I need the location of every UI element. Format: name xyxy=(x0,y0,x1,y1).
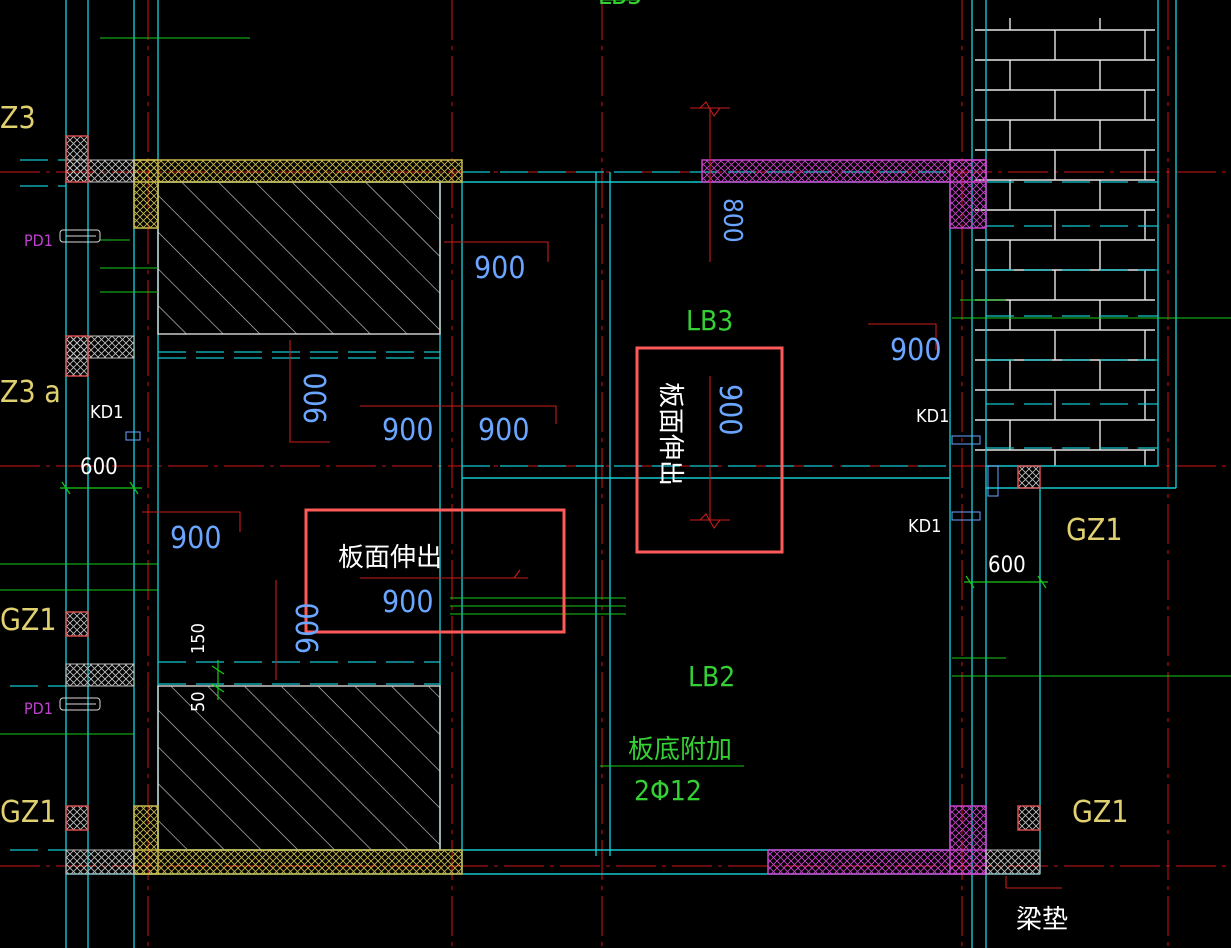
beam-top-left xyxy=(133,159,463,183)
wall-hatch-bottom-left xyxy=(65,849,135,875)
rebar-lines xyxy=(0,0,1231,767)
wall-hatch-bottom-right xyxy=(985,849,1041,875)
dim-900-top-mid: 900 xyxy=(474,251,526,286)
label-z3a: Z3 a xyxy=(0,375,61,410)
label-bottom-extra: 板底附加 xyxy=(628,735,732,765)
beam-col-right-top xyxy=(949,159,987,229)
label-pd1-upper: PD1 xyxy=(24,231,53,250)
dim-900-box-left: 900 xyxy=(382,585,434,620)
dimension-leaders xyxy=(142,107,1062,889)
label-kd1-left: KD1 xyxy=(90,402,123,423)
label-gz1-right-lower: GZ1 xyxy=(1072,795,1129,830)
hatched-room-lower xyxy=(157,685,441,851)
break-marks xyxy=(512,101,721,579)
label-pd1-lower: PD1 xyxy=(24,699,53,718)
label-kd1-right-lower: KD1 xyxy=(908,516,941,537)
beam-col-left-top xyxy=(133,159,159,229)
dim-900-lower-left: 900 xyxy=(170,521,222,556)
wall-hatch-left-3 xyxy=(65,663,135,687)
dim-900-right: 900 xyxy=(890,333,942,368)
callout-box-right[interactable] xyxy=(635,346,784,554)
dim-900-vertical-left: 900 xyxy=(299,372,334,424)
label-lb3: LB3 xyxy=(686,304,733,337)
dim-600-left: 600 xyxy=(80,455,118,480)
dim-600-right: 600 xyxy=(988,553,1026,578)
dim-900-mid-room: 900 xyxy=(478,413,530,448)
label-bottom-extra-rebar: 2Φ12 xyxy=(634,774,702,807)
label-lb2: LB2 xyxy=(688,660,735,693)
dim-900-box-right: 900 xyxy=(712,384,747,436)
dimension-ticks xyxy=(60,481,1048,700)
label-gz1-left-lower: GZ1 xyxy=(0,795,57,830)
beam-col-left-bottom xyxy=(133,805,159,875)
callout-text-left: 板面伸出 xyxy=(338,543,442,573)
label-kd1-right-upper: KD1 xyxy=(916,406,949,427)
label-z3: Z3 xyxy=(0,101,36,136)
label-beam-pad: 梁垫 xyxy=(1016,905,1068,935)
dim-150: 150 xyxy=(188,623,209,654)
dim-900-vertical-lower: 900 xyxy=(291,602,326,654)
label-gz1-left-upper: GZ1 xyxy=(0,603,57,638)
label-gz1-right-upper: GZ1 xyxy=(1066,513,1123,548)
pd1-symbols xyxy=(59,229,101,711)
dim-800-vertical: 800 xyxy=(717,198,747,243)
kd1-symbols xyxy=(125,431,999,521)
brick-wall-hatch xyxy=(975,18,1155,466)
beam-top-right xyxy=(701,159,987,183)
callout-box-left[interactable] xyxy=(304,508,566,634)
beam-bottom-left xyxy=(133,849,463,875)
hatched-room-upper xyxy=(157,181,441,335)
dim-50: 50 xyxy=(188,691,209,712)
callout-text-right: 板面伸出 xyxy=(655,382,685,486)
dim-900-left-room: 900 xyxy=(382,413,434,448)
beam-col-right-bottom xyxy=(949,805,987,875)
label-top-slab: LB3 xyxy=(598,0,642,11)
column-markers xyxy=(65,135,1041,831)
